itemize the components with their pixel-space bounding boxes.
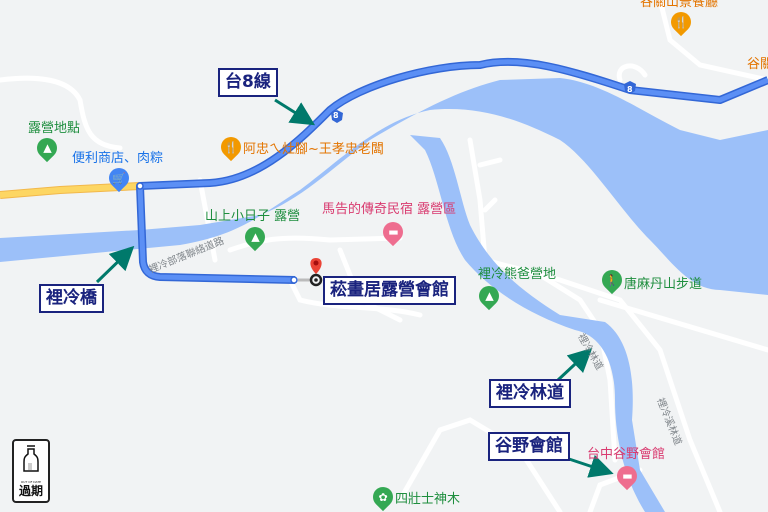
annotation-lileng-bridge: 裡冷橋 [39,284,104,313]
route-waypoint [136,182,144,190]
poi-camp-site[interactable]: 露營地點 [28,121,81,136]
annotation-destination: 菘畫居露營會館 [323,276,456,305]
annotation-guye: 谷野會館 [488,432,570,461]
poi-sizhuangshi-tree[interactable]: 四壯士神木 [395,492,461,507]
poi-tangmadan-trail[interactable]: 唐麻丹山步道 [624,277,703,292]
annotation-tai8: 台8線 [218,68,278,97]
annotation-lileng-forest: 裡冷林道 [489,379,571,408]
route-shield-label: 8 [627,85,633,94]
route-line [136,57,768,284]
logo-text: 過期 [18,484,43,498]
route-end-dot [290,276,298,284]
route-shield-label: 8 [333,111,339,120]
poi-lileng-bear-camp[interactable]: 裡冷熊爸營地 [478,267,557,282]
destination-pin-icon[interactable] [309,258,323,287]
out-of-date-logo: OUT OF DATE 過期 [12,439,50,503]
annotation-arrows [95,98,614,478]
route-8-shield-icon [331,81,636,123]
poi-convenience-store[interactable]: 便利商店、肉粽 [72,151,164,166]
poi-guguan[interactable]: 谷關 [747,57,768,72]
logo-small-text: OUT OF DATE [20,480,42,484]
poi-magao-bnb[interactable]: 馬告的傳奇民宿 露營區 [322,202,457,217]
river [0,78,768,512]
bottle-icon [23,445,39,472]
poi-shanshang-camp[interactable]: 山上小日子 露營 [205,209,301,224]
poi-restaurant-guguan[interactable]: 谷關山景餐廳 [640,0,719,10]
poi-taichung-guye[interactable]: 台中谷野會館 [587,447,666,462]
poi-restaurant-azhong[interactable]: 阿忠ㄟ灶腳~王孝忠老闆 [243,142,384,157]
